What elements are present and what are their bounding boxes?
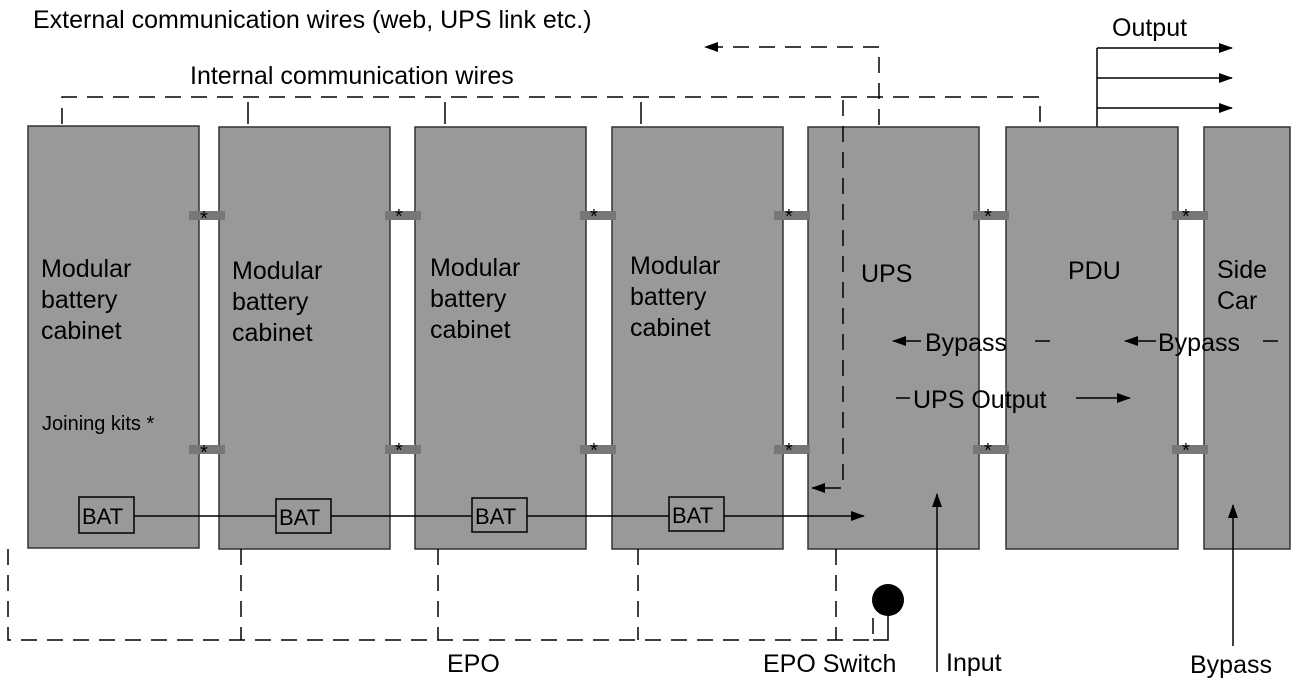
pdu-cabinet — [1005, 126, 1179, 550]
bat-label: BAT — [672, 503, 713, 528]
cabinet-label-line: Modular — [630, 252, 720, 280]
cabinet-label-line: battery — [232, 288, 309, 316]
cabinet-label-line: battery — [41, 286, 118, 314]
cabinet-label-line: cabinet — [232, 319, 313, 347]
external-wires-label: External communication wires (web, UPS l… — [33, 6, 592, 34]
kit-marker: * — [785, 206, 793, 228]
kit-marker: * — [200, 442, 208, 464]
kit-marker: * — [200, 208, 208, 230]
epo-switch-icon — [872, 584, 904, 616]
kit-marker: * — [590, 440, 598, 462]
cabinet-2-label: Modular battery cabinet — [232, 257, 322, 347]
kit-marker: * — [395, 440, 403, 462]
cabinet-label-line: Modular — [41, 255, 131, 283]
joining-kits-label: Joining kits * — [42, 413, 154, 435]
bat-box-1: BAT — [78, 496, 135, 534]
joining-kits-top — [189, 211, 1208, 220]
internal-wire-line — [61, 96, 1041, 126]
bat-box-4: BAT — [668, 496, 725, 532]
sidecar-label-line-2: Car — [1217, 287, 1257, 315]
internal-wires-label: Internal communication wires — [190, 62, 514, 90]
ups-output-label: UPS Output — [913, 386, 1046, 414]
cabinet-label-line: cabinet — [41, 317, 122, 345]
cabinet-1-label: Modular battery cabinet — [41, 255, 131, 345]
epo-label: EPO — [447, 650, 500, 678]
kit-marker: * — [1182, 440, 1190, 462]
cabinet-3-label: Modular battery cabinet — [430, 254, 520, 344]
kit-markers: * * * * * * * * * * * * — [200, 206, 1190, 464]
output-label: Output — [1112, 14, 1187, 42]
battery-cabinet-1 — [27, 125, 200, 549]
kit-marker: * — [785, 440, 793, 462]
kit-marker: * — [984, 440, 992, 462]
battery-cabinet-4 — [611, 126, 784, 550]
bat-box — [668, 496, 725, 532]
cabinet-4-label: Modular battery cabinet — [630, 252, 720, 342]
sidecar-cabinet — [1203, 126, 1291, 550]
external-wire-line — [704, 42, 880, 125]
battery-cabinet-3 — [414, 126, 587, 550]
bat-box-2: BAT — [275, 498, 332, 534]
cabinet-label-line: battery — [430, 285, 507, 313]
ups-bypass-label: Bypass — [925, 329, 1007, 357]
cabinet-label-line: battery — [630, 283, 707, 311]
cabinet-label-line: cabinet — [630, 314, 711, 342]
kit-marker: * — [395, 206, 403, 228]
bypass-bottom-label: Bypass — [1190, 651, 1272, 679]
kit-marker: * — [590, 206, 598, 228]
cabinet-label-line: cabinet — [430, 316, 511, 344]
ups-label: UPS — [861, 260, 912, 288]
bat-label: BAT — [82, 504, 123, 529]
pdu-label: PDU — [1068, 257, 1121, 285]
battery-cabinet-2 — [218, 126, 391, 550]
sidecar-label-line-1: Side — [1217, 256, 1267, 284]
epo-loop-line — [7, 549, 874, 641]
kit-marker: * — [1182, 206, 1190, 228]
bat-box-3: BAT — [471, 497, 528, 533]
bat-box — [78, 496, 135, 534]
bat-box — [275, 498, 332, 534]
kit-marker: * — [984, 206, 992, 228]
bat-label: BAT — [475, 504, 516, 529]
joining-kits-bottom — [189, 445, 1208, 454]
cabinet-label-line: Modular — [430, 254, 520, 282]
bat-label: BAT — [279, 505, 320, 530]
sidecar-bypass-label: Bypass — [1158, 329, 1240, 357]
input-label: Input — [946, 649, 1002, 677]
bat-box — [471, 497, 528, 533]
epo-switch-label: EPO Switch — [763, 650, 896, 678]
cabinet-label-line: Modular — [232, 257, 322, 285]
